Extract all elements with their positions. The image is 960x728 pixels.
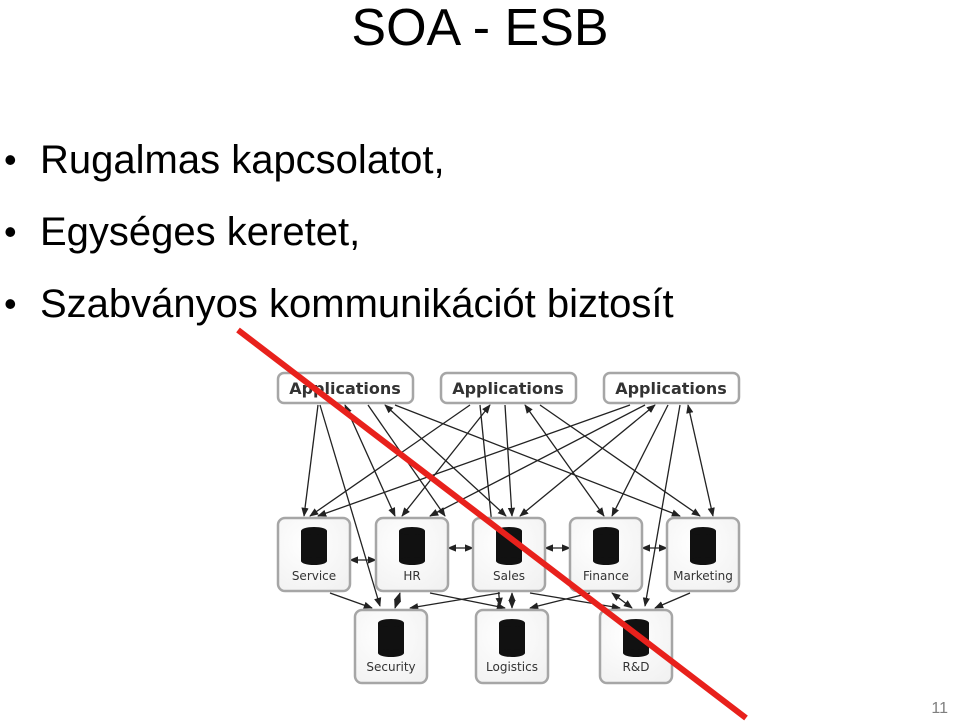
database-label: HR [403, 569, 420, 583]
application-label: Applications [615, 379, 727, 398]
database-icon [690, 527, 716, 565]
connection-arrow [654, 592, 691, 609]
connection-arrow [317, 404, 631, 517]
database-icon [378, 619, 404, 657]
connection-arrow [686, 404, 715, 517]
database-label: R&D [623, 660, 650, 674]
slide-title: SOA - ESB [351, 0, 609, 57]
connection-arrow [393, 592, 402, 609]
bullet-item: Rugalmas kapcsolatot, [0, 124, 674, 196]
connection-arrow [329, 592, 373, 609]
database-icon [301, 527, 327, 565]
connection-arrow [301, 404, 319, 517]
database-box-finance: Finance [568, 516, 644, 593]
connection-arrow [519, 404, 656, 517]
connection-arrow [611, 404, 669, 517]
connection-arrow [611, 592, 633, 609]
database-label: Logistics [486, 660, 538, 674]
database-label: Marketing [673, 569, 733, 583]
database-label: Service [292, 569, 336, 583]
database-icon [499, 619, 525, 657]
database-box-security: Security [353, 608, 429, 685]
database-box-marketing: Marketing [665, 516, 741, 593]
application-label: Applications [452, 379, 564, 398]
connection-arrow [344, 404, 396, 517]
connection-arrow [319, 404, 382, 607]
database-box-rnd: R&D [598, 608, 674, 685]
connection-arrow [401, 404, 491, 517]
connection-arrow [642, 404, 681, 607]
bullet-item: Egységes keretet, [0, 196, 674, 268]
database-icon [593, 527, 619, 565]
bullet-list: Rugalmas kapcsolatot, Egységes keretet, … [0, 124, 674, 340]
strike-through-line [236, 327, 748, 721]
connection-arrow [529, 592, 591, 610]
database-label: Finance [583, 569, 629, 583]
bullet-item: Szabványos kommunikációt biztosít [0, 268, 674, 340]
page-number: 11 [931, 700, 948, 717]
database-label: Sales [493, 569, 525, 583]
connection-arrow [504, 404, 516, 517]
database-icon [399, 527, 425, 565]
connection-arrow [529, 592, 621, 611]
application-box: Applications [439, 371, 578, 405]
connection-arrow [409, 592, 501, 611]
database-label: Security [366, 660, 415, 674]
database-box-hr: HR [374, 516, 450, 593]
database-box-logistics: Logistics [474, 608, 550, 685]
application-box: Applications [602, 371, 741, 405]
database-box-service: Service [276, 516, 352, 593]
connection-arrow [429, 592, 506, 610]
